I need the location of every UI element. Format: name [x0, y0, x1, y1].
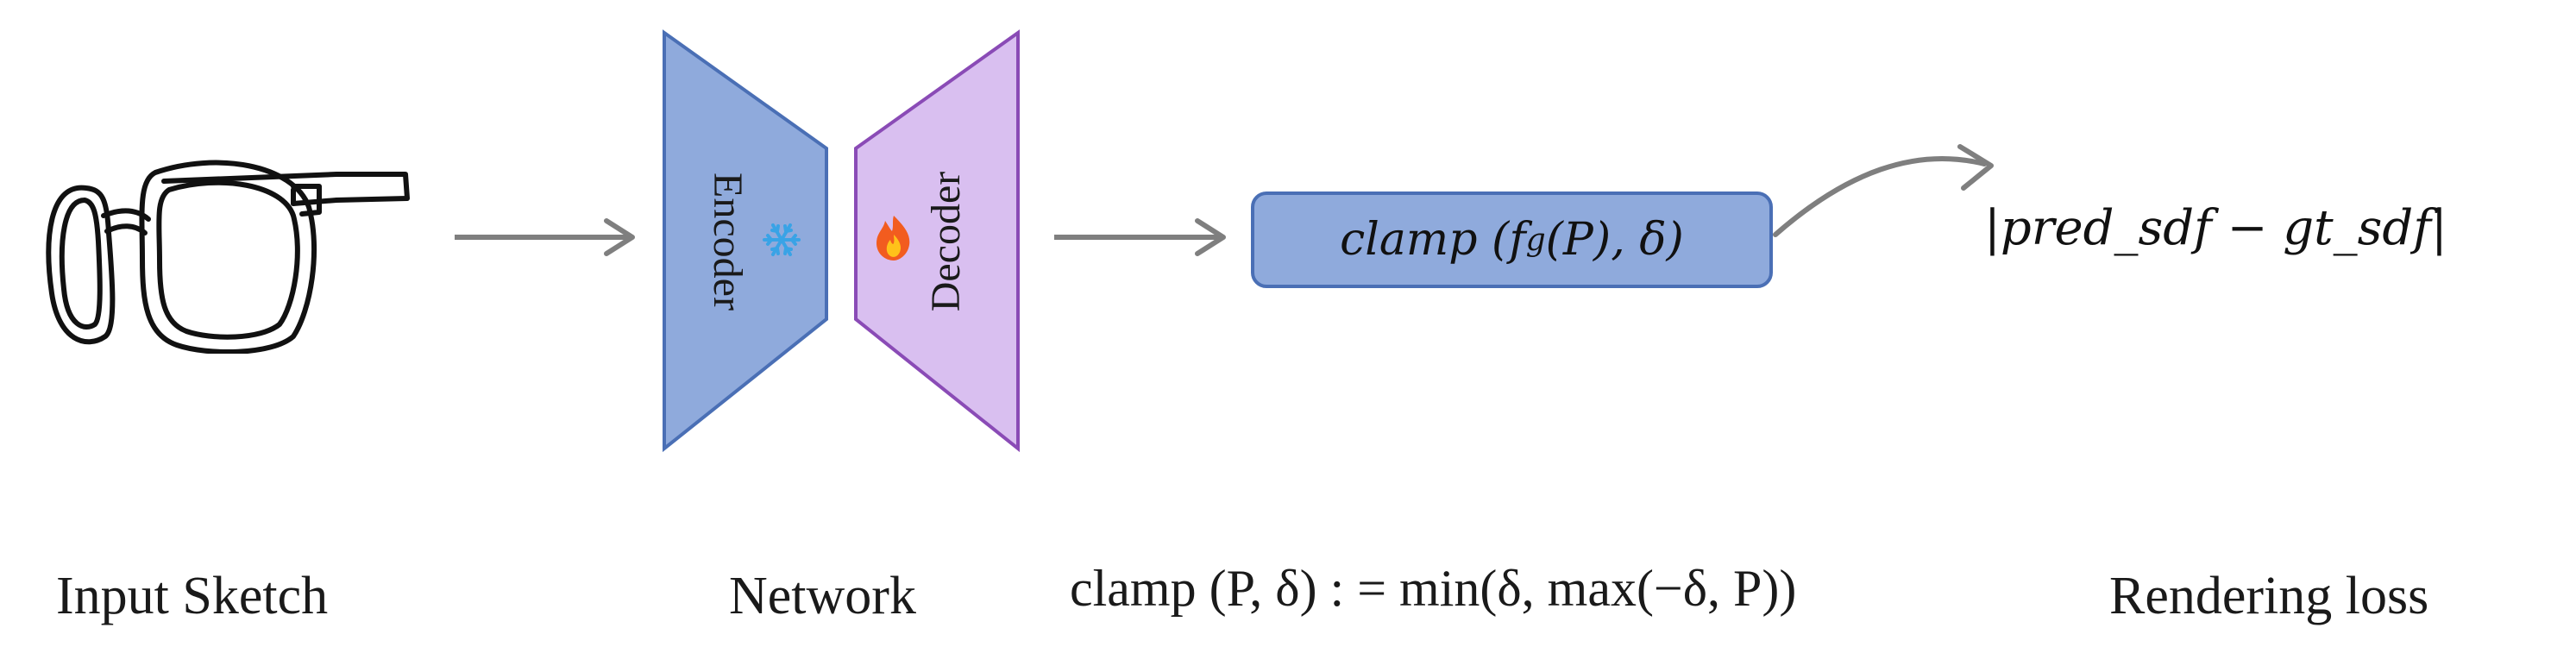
arrow-sketch-to-network [455, 218, 635, 256]
clamp-prefix: clamp ( [1340, 214, 1510, 266]
clamp-arg: (P), δ) [1545, 214, 1684, 266]
encoder-label: Encoder [705, 173, 751, 311]
fire-icon [876, 216, 910, 261]
rendering-loss-label: Rendering loss [2109, 567, 2429, 625]
network-block: Encoder Decoder [663, 29, 1020, 453]
snowflake-icon [763, 223, 801, 256]
input-sketch-label: Input Sketch [56, 567, 329, 625]
clamp-definition-label: clamp (P, δ) : = min(δ, max(−δ, P)) [1070, 560, 1797, 617]
arrow-network-to-clamp [1054, 218, 1226, 256]
clamp-subscript: g [1525, 222, 1546, 258]
decoder-label: Decoder [923, 172, 969, 312]
arrow-clamp-to-loss [1773, 144, 1994, 237]
network-label: Network [729, 567, 916, 625]
loss-formula: |pred_sdf − gt_sdf| [1984, 200, 2447, 256]
clamp-func: f [1509, 214, 1526, 266]
decoder-trapezoid [854, 29, 1020, 453]
encoder-trapezoid [663, 29, 828, 453]
glasses-sketch-image [46, 160, 410, 354]
